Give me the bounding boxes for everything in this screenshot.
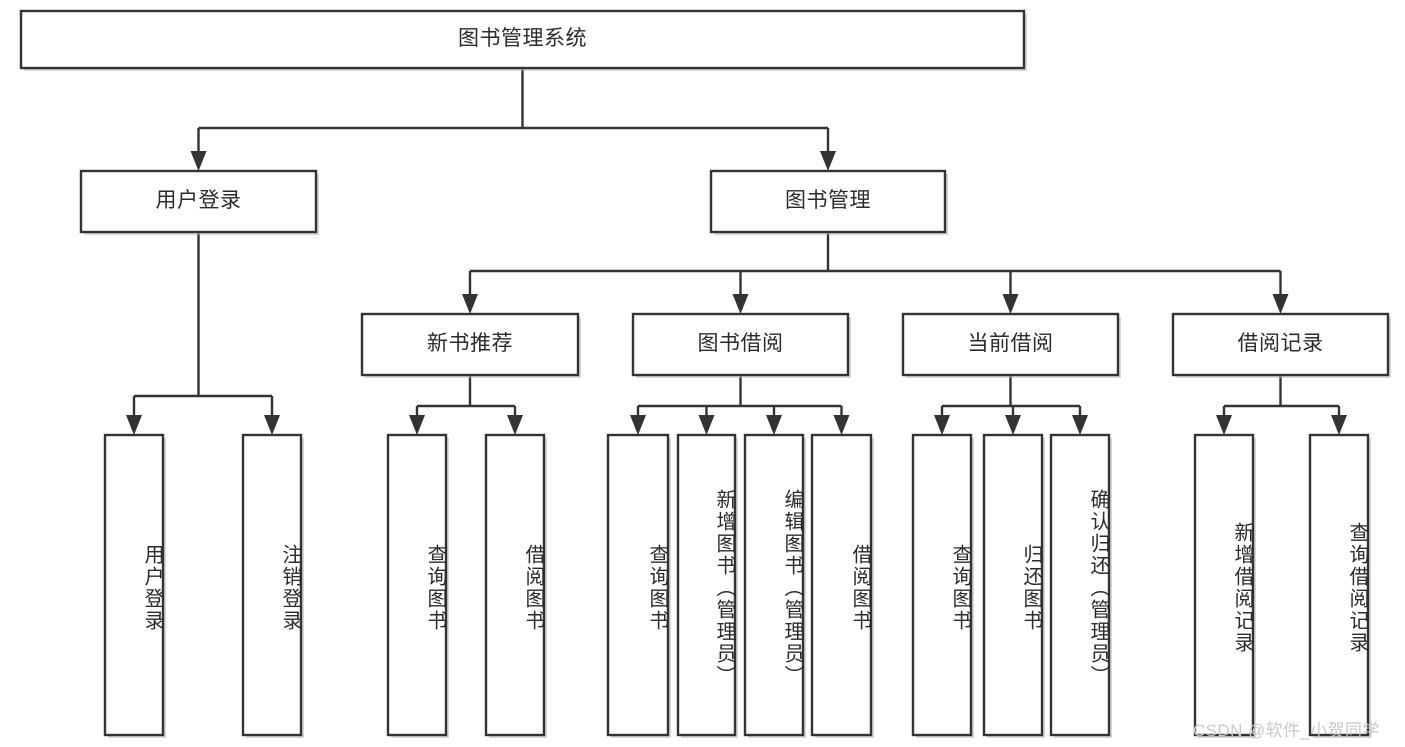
node-box <box>743 433 805 737</box>
node-box <box>982 433 1044 737</box>
arrow-head <box>698 415 715 435</box>
node-leaf-query-borrow-record[interactable] <box>1308 433 1371 738</box>
node-box <box>676 433 737 737</box>
node-user-login[interactable] <box>79 169 319 235</box>
arrow-head <box>732 294 749 314</box>
node-box <box>386 433 448 737</box>
arrow-head <box>126 415 142 435</box>
arrow-head <box>1072 415 1088 435</box>
node-box <box>810 433 873 737</box>
arrow-head <box>462 294 478 314</box>
node-box <box>1049 433 1111 737</box>
node-leaf-add-book-admin[interactable] <box>676 433 738 738</box>
node-book-manage[interactable] <box>709 169 948 235</box>
node-box <box>241 433 303 737</box>
node-box <box>19 9 1026 70</box>
connector-group-book-manage <box>462 232 1289 314</box>
connector-group-book-borrow <box>630 375 850 435</box>
arrow-head <box>190 151 207 171</box>
connector-group-borrow-record <box>1216 375 1347 435</box>
node-box <box>901 312 1120 377</box>
node-leaf-logout[interactable] <box>241 433 304 738</box>
node-box <box>79 169 318 234</box>
arrow-head <box>934 415 950 435</box>
node-leaf-edit-book-admin[interactable] <box>743 433 806 738</box>
arrow-head <box>1272 294 1289 314</box>
connector-group-current-borrow <box>934 375 1088 435</box>
node-new-book-rec[interactable] <box>360 312 581 378</box>
arrow-head <box>507 415 523 435</box>
arrow-head <box>833 415 850 435</box>
arrow-head <box>820 151 836 171</box>
node-leaf-add-borrow-record[interactable] <box>1193 433 1256 738</box>
node-leaf-borrow-book[interactable] <box>810 433 874 738</box>
arrow-head <box>409 415 425 435</box>
arrow-head <box>630 415 646 435</box>
node-box <box>911 433 973 737</box>
watermark-credit: CSDN @软件_小贺同学 <box>1193 721 1380 740</box>
node-borrow-record[interactable] <box>1171 312 1391 378</box>
node-box <box>360 312 580 377</box>
node-box <box>103 433 165 737</box>
connector-group-user-login <box>126 232 280 435</box>
node-box <box>1171 312 1390 377</box>
node-box <box>631 312 850 377</box>
node-book-borrow[interactable] <box>631 312 851 378</box>
node-root[interactable] <box>19 9 1027 71</box>
node-box <box>1193 433 1255 737</box>
arrow-head <box>1216 415 1232 435</box>
node-leaf-rec-borrow-book[interactable] <box>484 433 547 738</box>
node-layer <box>19 9 1391 738</box>
node-box <box>709 169 947 234</box>
node-box <box>1308 433 1370 737</box>
node-leaf-rec-query-book[interactable] <box>386 433 449 738</box>
node-leaf-borrow-query-book[interactable] <box>606 433 671 738</box>
arrow-head <box>1002 294 1019 314</box>
edge-layer <box>126 68 1347 435</box>
connector-group-root <box>190 68 836 171</box>
node-leaf-user-login[interactable] <box>103 433 166 738</box>
node-box <box>606 433 670 737</box>
node-leaf-confirm-return-admin[interactable] <box>1049 433 1112 738</box>
arrow-head <box>1331 415 1347 435</box>
node-leaf-cur-query-book[interactable] <box>911 433 974 738</box>
node-leaf-return-book[interactable] <box>982 433 1045 738</box>
arrow-head <box>1005 415 1021 435</box>
node-box <box>484 433 546 737</box>
connector-group-new-book-rec <box>409 375 523 435</box>
arrow-head <box>766 415 782 435</box>
arrow-head <box>264 415 280 435</box>
node-current-borrow[interactable] <box>901 312 1121 378</box>
